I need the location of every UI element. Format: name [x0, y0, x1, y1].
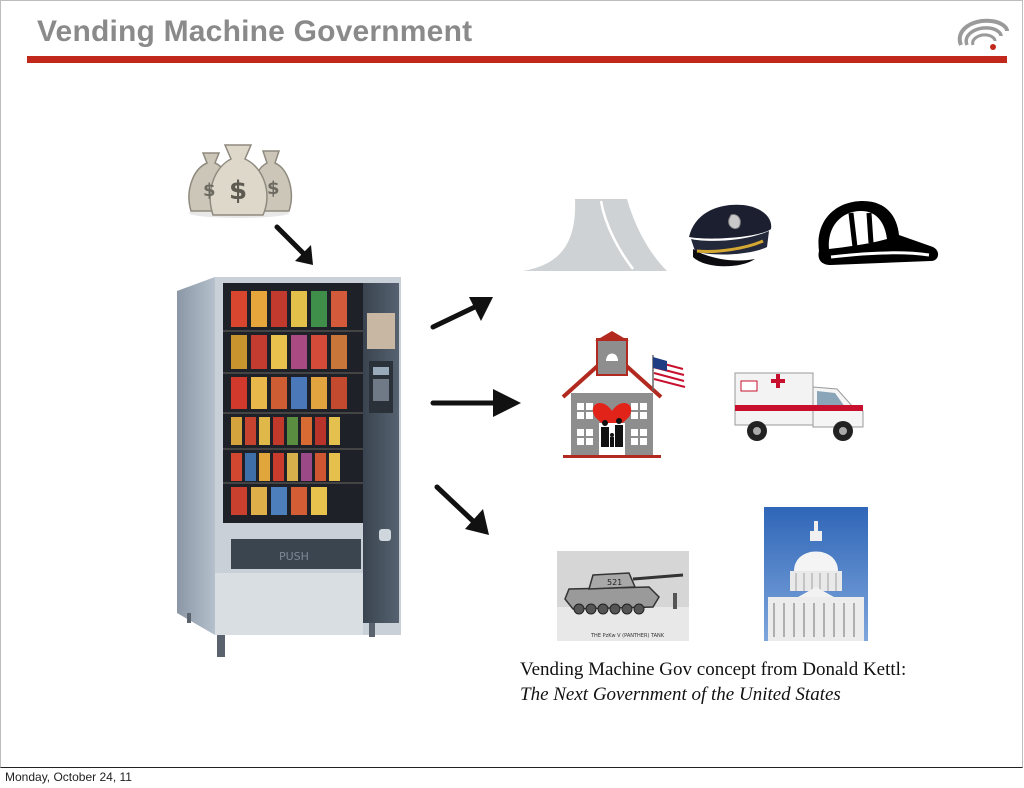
- money-bag-label-left: $: [203, 180, 216, 201]
- road-icon: [523, 199, 667, 271]
- police-hat-icon: [689, 204, 772, 267]
- tank-icon: 521 THE PzKw V (PANTHER) TANK: [557, 551, 689, 641]
- arrow-icon: [274, 224, 313, 265]
- arrow-icon: [434, 484, 489, 535]
- us-flag-icon: [652, 355, 686, 391]
- tank-caption-label: THE PzKw V (PANTHER) TANK: [590, 633, 665, 639]
- money-bag-label-right: $: [267, 178, 280, 199]
- source-caption: Vending Machine Gov concept from Donald …: [520, 657, 906, 707]
- vending-machine-icon: PUSH: [177, 277, 401, 657]
- firefighter-helmet-icon: [818, 201, 939, 265]
- school-house-icon: [561, 331, 663, 458]
- footer-date: Monday, October 24, 11: [5, 770, 132, 784]
- ambulance-icon: [734, 372, 864, 441]
- capitol-building-icon: [764, 507, 868, 641]
- tank-number-label: 521: [607, 578, 622, 587]
- arrow-icon: [430, 297, 493, 330]
- money-bags-icon: $ $ $: [179, 131, 299, 221]
- slide-title: Vending Machine Government: [37, 15, 473, 48]
- slide: Vending Machine Government $ $ $: [0, 0, 1023, 768]
- caption-book-title: The Next Government of the United States: [520, 684, 841, 705]
- caption-line-1: Vending Machine Gov concept from Donald …: [520, 659, 907, 680]
- title-rule: [27, 56, 1007, 63]
- arrow-icon: [430, 389, 521, 417]
- logo-icon: [957, 18, 1009, 50]
- vending-push-label: PUSH: [279, 550, 309, 563]
- money-bag-label-center: $: [229, 176, 247, 206]
